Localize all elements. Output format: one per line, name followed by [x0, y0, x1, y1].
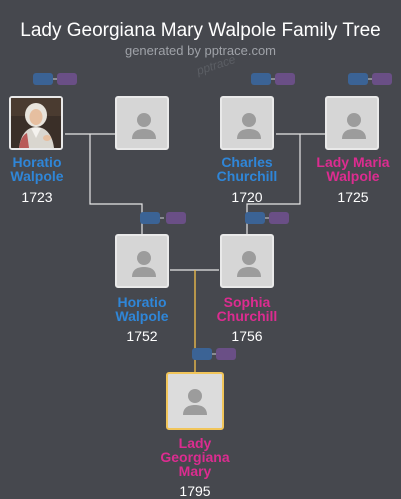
expand-ancestors-georgiana-mother[interactable] [216, 348, 236, 360]
person-card-horatio-1752[interactable] [115, 234, 169, 288]
person-name-line: Churchill [216, 308, 278, 324]
person-name-line: Sophia [223, 294, 271, 310]
person-name-line: Churchill [216, 168, 278, 184]
expand-ancestors-sophia-father[interactable] [245, 212, 265, 224]
person-name-line: Horatio [117, 294, 167, 310]
person-name-georgiana[interactable]: Lady Georgiana Mary [145, 436, 245, 478]
expand-ancestors-charles-father[interactable] [251, 73, 271, 85]
portrait-image [11, 98, 61, 148]
person-name-line: Mary [178, 463, 212, 479]
expand-ancestors-horatio-1723-father[interactable] [33, 73, 53, 85]
expand-ancestors-lady-maria-mother[interactable] [372, 73, 392, 85]
expand-ancestors-georgiana-father[interactable] [192, 348, 212, 360]
person-name-line: Lady [178, 435, 212, 451]
person-silhouette-icon [237, 251, 261, 277]
person-card-charles[interactable] [220, 96, 274, 150]
person-year-sophia: 1756 [231, 328, 263, 344]
person-name-line: Charles [221, 154, 273, 170]
person-year-georgiana: 1795 [179, 483, 211, 499]
expand-ancestors-horatio-1723-mother[interactable] [57, 73, 77, 85]
person-card-unknown-parent[interactable] [115, 96, 169, 150]
person-silhouette-icon [132, 251, 156, 277]
person-card-georgiana[interactable] [166, 372, 224, 430]
pill-connector [53, 78, 57, 80]
person-name-line: Walpole [10, 168, 64, 184]
pill-connector [160, 217, 164, 219]
expand-ancestors-charles-mother[interactable] [275, 73, 295, 85]
person-year-lady-maria: 1725 [337, 189, 369, 205]
expand-ancestors-gen2-mother[interactable] [166, 212, 186, 224]
pill-connector [265, 217, 269, 219]
person-card-sophia[interactable] [220, 234, 274, 288]
person-name-charles[interactable]: Charles Churchill [197, 155, 297, 183]
person-year-horatio-1723: 1723 [21, 189, 53, 205]
person-year-charles: 1720 [231, 189, 263, 205]
person-name-lady-maria[interactable]: Lady Maria Walpole [303, 155, 401, 183]
person-name-horatio-1723[interactable]: Horatio Walpole [0, 155, 87, 183]
page-subtitle: generated by pptrace.com [124, 43, 277, 58]
person-silhouette-icon [342, 113, 366, 139]
person-name-line: Horatio [12, 154, 62, 170]
person-name-line: Walpole [326, 168, 380, 184]
person-name-line: Georgiana [160, 449, 230, 465]
person-name-line: Lady Maria [316, 154, 390, 170]
person-name-line: Walpole [115, 308, 169, 324]
person-card-lady-maria[interactable] [325, 96, 379, 150]
pill-connector [212, 353, 216, 355]
person-silhouette-icon [183, 389, 207, 415]
person-name-horatio-1752[interactable]: Horatio Walpole [92, 295, 192, 323]
pill-connector [271, 78, 275, 80]
pill-connector [368, 78, 372, 80]
person-year-horatio-1752: 1752 [126, 328, 158, 344]
expand-ancestors-lady-maria-father[interactable] [348, 73, 368, 85]
page-title: Lady Georgiana Mary Walpole Family Tree [20, 20, 381, 41]
person-silhouette-icon [237, 113, 261, 139]
person-silhouette-icon [132, 113, 156, 139]
expand-ancestors-gen2-father[interactable] [140, 212, 160, 224]
expand-ancestors-sophia-mother[interactable] [269, 212, 289, 224]
person-card-horatio-1723[interactable] [9, 96, 63, 150]
person-name-sophia[interactable]: Sophia Churchill [197, 295, 297, 323]
